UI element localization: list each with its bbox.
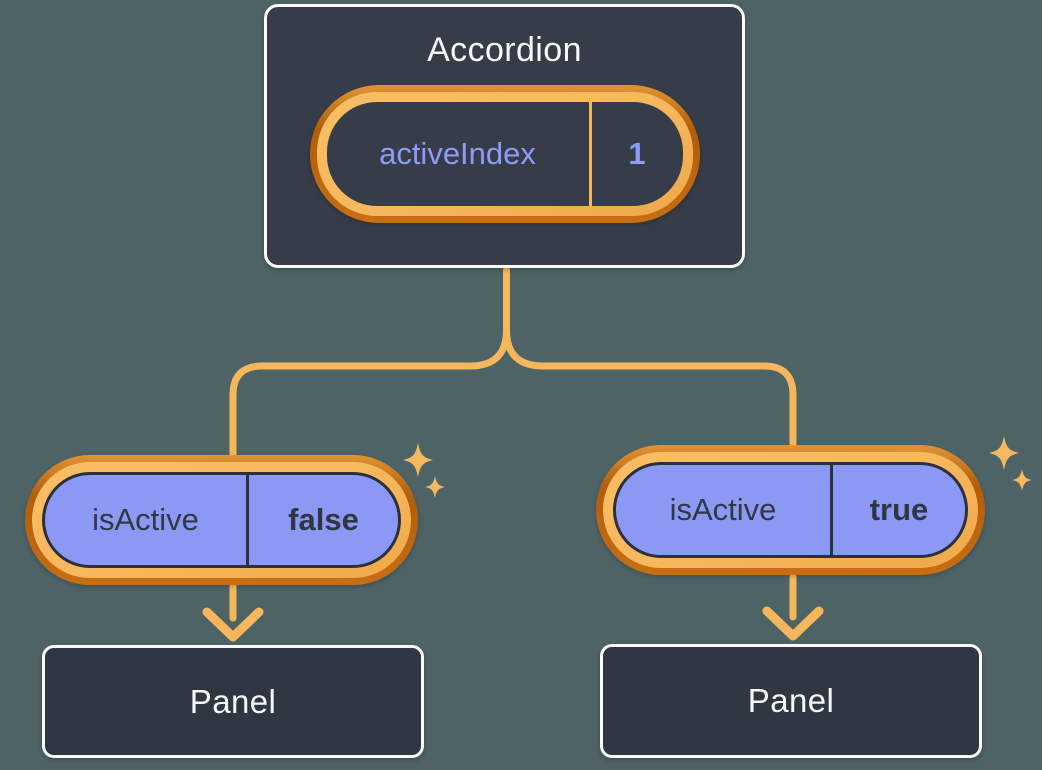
- connector-right-branch: [503, 326, 797, 449]
- state-pill-ring: activeIndex 1: [316, 92, 693, 216]
- arrow-down-right-icon: [762, 573, 824, 641]
- prop-pill-ring: isActive false: [32, 462, 411, 578]
- prop-pill-body: isActive false: [42, 472, 401, 568]
- sparkle-icon: [1012, 469, 1032, 491]
- prop-pill-value: true: [869, 492, 929, 527]
- state-pill-name: activeIndex: [379, 136, 536, 171]
- prop-pill-divider: [246, 475, 249, 565]
- arrow-down-left-icon: [202, 581, 264, 642]
- prop-pill-name: isActive: [669, 492, 777, 527]
- connector-left-branch: [229, 266, 510, 459]
- panel-label: Panel: [189, 682, 277, 720]
- sparkle-icon: [989, 436, 1019, 470]
- prop-pill-name: isActive: [92, 502, 199, 537]
- tree-connector-lines: [229, 266, 797, 459]
- prop-pill: isActive true: [596, 445, 985, 575]
- sparkles-right-pill: [989, 436, 1032, 491]
- sparkle-icon: [425, 476, 445, 498]
- prop-pill-divider: [830, 465, 833, 555]
- prop-pill: isActive false: [25, 455, 418, 585]
- accordion-component-box: Accordion activeIndex 1: [264, 4, 745, 268]
- accordion-title: Accordion: [427, 31, 582, 69]
- panel-component-box: Panel: [42, 645, 424, 758]
- panel-component-box: Panel: [600, 644, 982, 758]
- panel-label: Panel: [747, 682, 835, 719]
- sparkle-icon: [403, 443, 433, 477]
- state-pill-body: activeIndex 1: [326, 102, 683, 206]
- prop-pill-ring: isActive true: [603, 452, 978, 568]
- state-pill: activeIndex 1: [309, 85, 700, 223]
- state-pill-divider: [588, 102, 592, 206]
- prop-pill-body: isActive true: [613, 462, 968, 558]
- state-pill-value: 1: [628, 136, 646, 171]
- prop-pill-value: false: [288, 502, 359, 537]
